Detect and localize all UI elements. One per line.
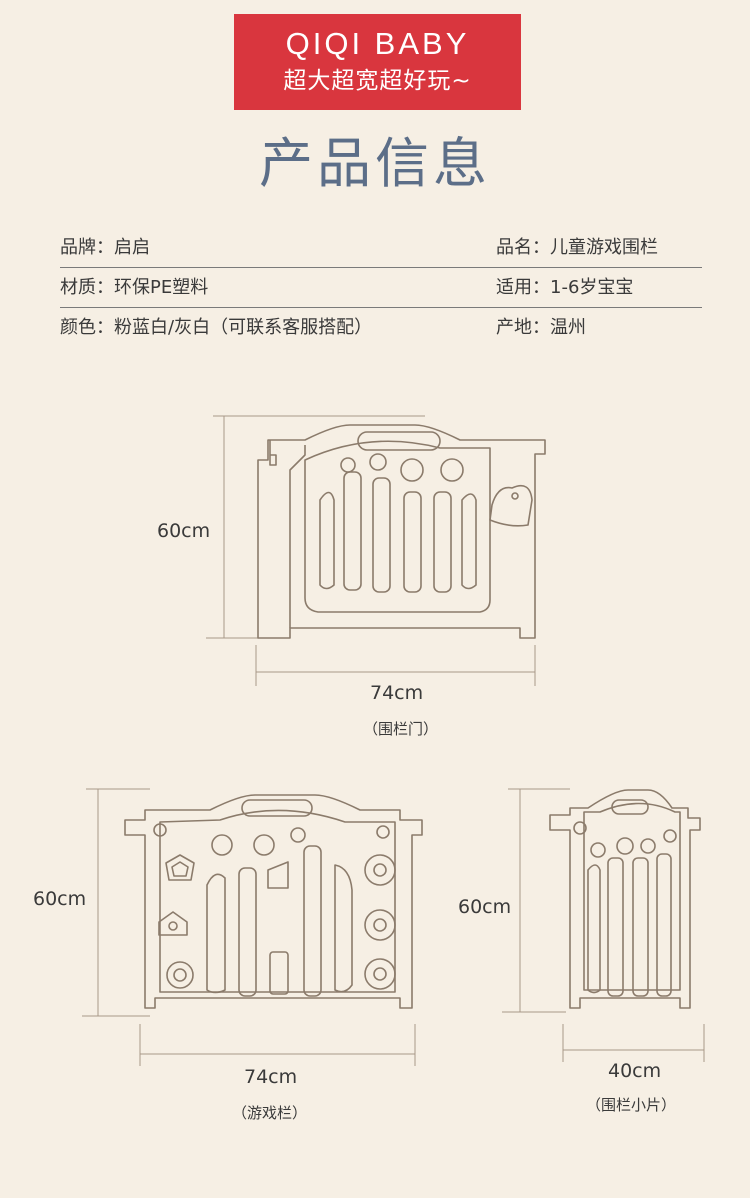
play-panel-caption: （游戏栏） (232, 1104, 308, 1122)
small-panel-drawing (502, 788, 705, 1062)
play-panel-width-label: 74cm (244, 1066, 298, 1088)
brand-slogan: 超大超宽超好玩~ (283, 68, 472, 94)
product-info-table: 品牌：启启 品名：儿童游戏围栏 材质：环保PE塑料 适用：1-6岁宝宝 颜色：粉… (60, 228, 702, 347)
play-panel-height-label: 60cm (33, 888, 87, 910)
gate-width-label: 74cm (370, 682, 424, 704)
page-title: 产品信息 (259, 132, 491, 195)
brand-banner: QIQI BABY 超大超宽超好玩~ (234, 14, 521, 110)
small-panel-height-label: 60cm (458, 896, 512, 918)
info-suitable-age: 适用：1-6岁宝宝 (496, 277, 634, 298)
info-row: 品牌：启启 品名：儿童游戏围栏 (60, 228, 702, 268)
info-product-name: 品名：儿童游戏围栏 (496, 237, 658, 258)
info-material: 材质：环保PE塑料 (60, 277, 209, 298)
gate-height-label: 60cm (157, 520, 211, 542)
gate-caption: （围栏门） (363, 720, 439, 738)
info-origin: 产地：温州 (496, 317, 586, 338)
info-row: 颜色：粉蓝白/灰白（可联系客服搭配） 产地：温州 (60, 308, 702, 347)
gate-drawing (206, 415, 546, 686)
info-color: 颜色：粉蓝白/灰白（可联系客服搭配） (60, 317, 373, 338)
play-panel-drawing (82, 788, 423, 1066)
info-brand: 品牌：启启 (60, 237, 150, 258)
brand-name: QIQI BABY (285, 26, 470, 61)
small-panel-caption: （围栏小片） (586, 1096, 677, 1114)
info-row: 材质：环保PE塑料 适用：1-6岁宝宝 (60, 268, 702, 308)
small-panel-width-label: 40cm (608, 1060, 662, 1082)
